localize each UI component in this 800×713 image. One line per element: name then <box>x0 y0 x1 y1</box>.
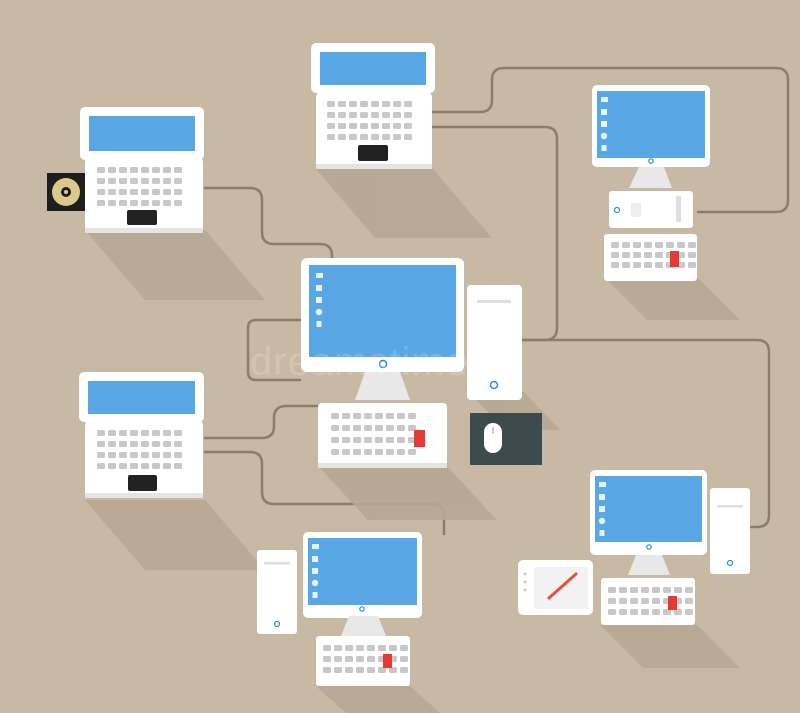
mouse-icon <box>484 423 502 453</box>
laptop-top-left <box>47 107 204 233</box>
cable-laptop-top-left <box>203 186 334 270</box>
monitor-screen <box>595 476 702 542</box>
cable-hub-inner <box>246 318 302 382</box>
desktop-top-right <box>592 85 710 281</box>
desktop-bottom-right <box>518 470 750 625</box>
cable-to-desktop-top-right <box>428 66 790 214</box>
cable-laptop-mid-left <box>203 404 320 440</box>
long-shadows <box>85 168 740 713</box>
laptop-screen <box>89 116 195 151</box>
cd-disc-icon <box>47 173 85 211</box>
laptop-top-center <box>311 43 435 169</box>
monitor-screen <box>308 538 417 605</box>
laptop-screen <box>320 52 426 85</box>
desktop-bottom-center <box>257 532 422 686</box>
laptop-screen <box>88 381 195 414</box>
mousepad <box>470 413 542 465</box>
cable-hub-to-right <box>518 338 771 529</box>
graphics-tablet-icon <box>518 560 593 615</box>
desktop-center-hub <box>301 258 542 468</box>
monitor-screen <box>597 91 705 158</box>
network-cables <box>203 66 790 536</box>
monitor-screen <box>309 265 456 357</box>
laptop-mid-left <box>79 372 204 498</box>
